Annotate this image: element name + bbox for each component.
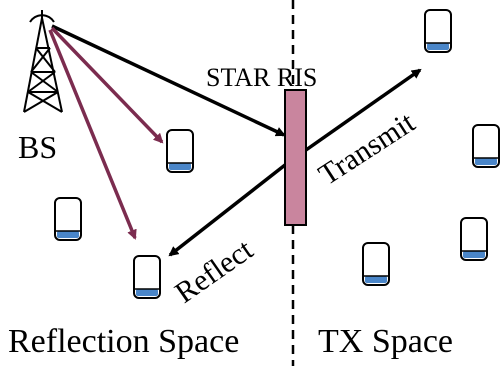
smartphone-icon (460, 217, 488, 261)
smartphone-icon (166, 129, 194, 173)
antenna-tower-icon (23, 10, 63, 113)
star-ris-label: STAR RIS (206, 63, 317, 92)
transmit-label: Transmit (313, 105, 421, 191)
smartphone-icon (424, 9, 452, 53)
bs-label: BS (18, 129, 57, 165)
bs-to-user-arrow (48, 29, 137, 240)
smartphone-icon (362, 242, 390, 286)
smartphone-icon (472, 124, 500, 168)
smartphone-icon (133, 255, 161, 299)
bs-to-ris-arrow (51, 24, 286, 137)
reflect-arrow (168, 163, 287, 257)
smartphone-icon (54, 197, 82, 241)
reflection-space-label: Reflection Space (8, 323, 239, 360)
transmit-arrow (304, 68, 422, 152)
tx-space-label: TX Space (318, 323, 453, 360)
bs-to-user-arrow (50, 26, 164, 144)
star-ris-panel-icon (284, 89, 307, 226)
